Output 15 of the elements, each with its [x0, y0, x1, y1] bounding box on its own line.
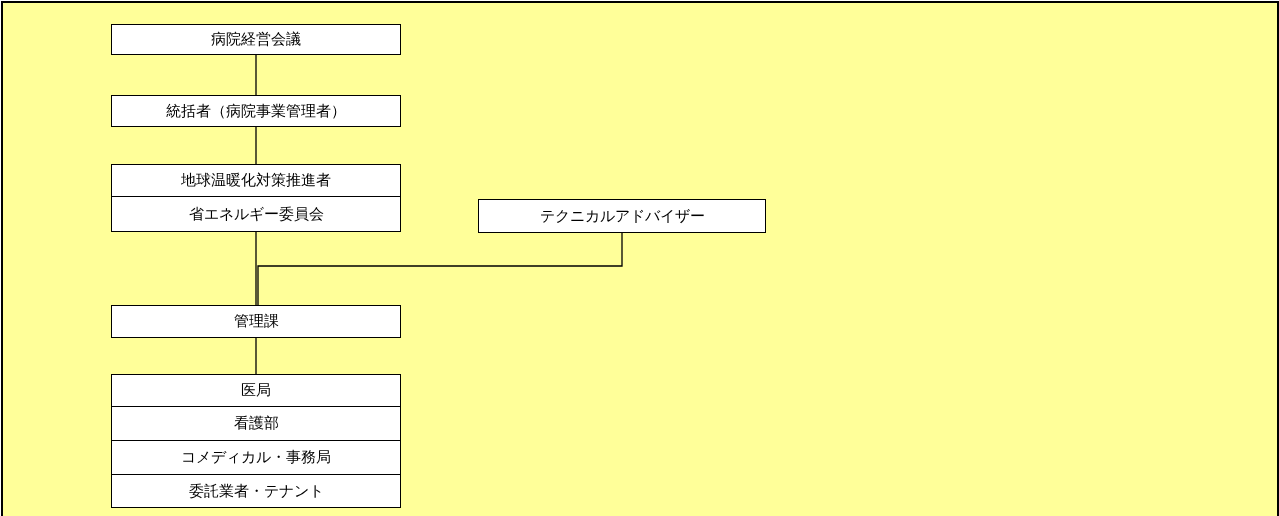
org-box: 委託業者・テナント	[111, 474, 401, 508]
connector-line	[255, 126, 257, 165]
org-box: 統括者（病院事業管理者）	[111, 95, 401, 127]
org-box: コメディカル・事務局	[111, 440, 401, 475]
org-box: 地球温暖化対策推進者	[111, 164, 401, 197]
org-box: 省エネルギー委員会	[111, 196, 401, 232]
org-box: 病院経営会議	[111, 24, 401, 55]
connector-line	[257, 232, 623, 306]
connector-line	[255, 231, 257, 306]
org-box: 看護部	[111, 406, 401, 441]
org-box: 管理課	[111, 305, 401, 338]
connector-line	[255, 337, 257, 375]
org-box: 医局	[111, 374, 401, 407]
org-box: テクニカルアドバイザー	[478, 199, 766, 233]
connector-line	[255, 54, 257, 96]
